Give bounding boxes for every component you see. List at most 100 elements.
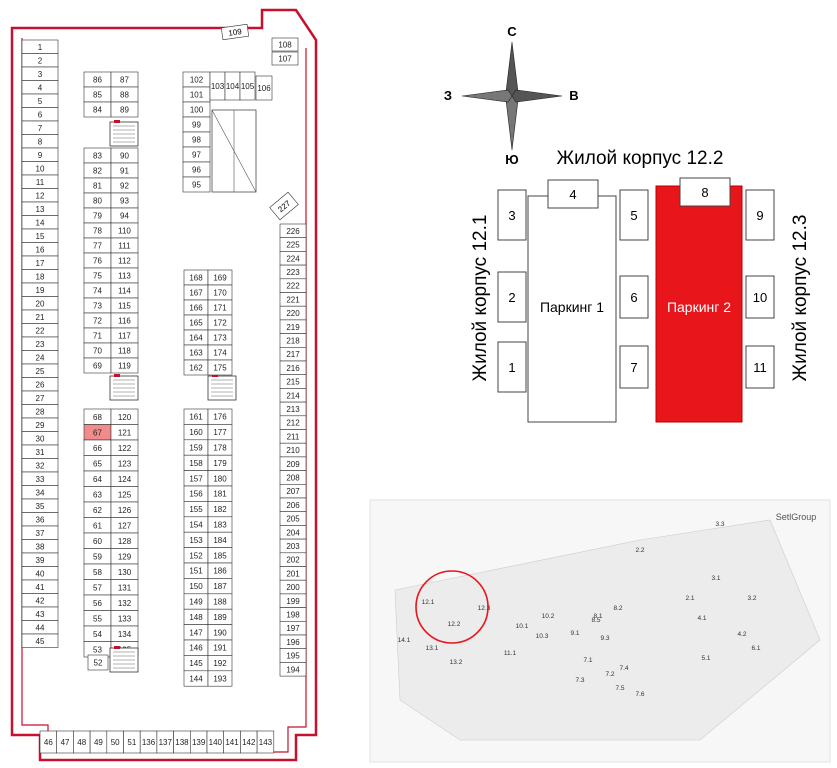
- spot-134[interactable]: 134: [110, 625, 139, 642]
- spot-34[interactable]: 34: [21, 485, 59, 500]
- building-2[interactable]: 2: [497, 271, 527, 323]
- spot-227[interactable]: 227: [269, 191, 299, 221]
- spot-20[interactable]: 20: [21, 296, 59, 311]
- spot-168[interactable]: 168: [183, 269, 209, 286]
- spot-221[interactable]: 221: [279, 292, 307, 307]
- spot-75[interactable]: 75: [83, 267, 112, 284]
- spot-50[interactable]: 50: [106, 730, 124, 754]
- spot-56[interactable]: 56: [83, 594, 112, 611]
- spot-103[interactable]: 103: [209, 71, 226, 101]
- spot-127[interactable]: 127: [110, 517, 139, 534]
- spot-49[interactable]: 49: [89, 730, 108, 754]
- spot-143[interactable]: 143: [256, 730, 275, 754]
- spot-65[interactable]: 65: [83, 455, 112, 472]
- spot-21[interactable]: 21: [21, 309, 59, 324]
- spot-120[interactable]: 120: [110, 408, 139, 425]
- spot-173[interactable]: 173: [207, 329, 233, 346]
- spot-220[interactable]: 220: [279, 305, 307, 321]
- spot-84[interactable]: 84: [83, 101, 112, 118]
- spot-147[interactable]: 147: [183, 624, 209, 641]
- spot-132[interactable]: 132: [110, 594, 139, 611]
- spot-96[interactable]: 96: [182, 161, 211, 178]
- spot-149[interactable]: 149: [183, 593, 209, 610]
- spot-3[interactable]: 3: [21, 66, 59, 81]
- spot-24[interactable]: 24: [21, 350, 59, 365]
- spot-158[interactable]: 158: [183, 454, 209, 471]
- spot-82[interactable]: 82: [83, 162, 112, 179]
- spot-200[interactable]: 200: [279, 579, 307, 595]
- spot-171[interactable]: 171: [207, 299, 233, 316]
- building-4[interactable]: 4: [547, 179, 599, 209]
- spot-68[interactable]: 68: [83, 408, 112, 425]
- spot-128[interactable]: 128: [110, 532, 139, 549]
- spot-140[interactable]: 140: [206, 730, 225, 754]
- spot-46[interactable]: 46: [39, 730, 58, 754]
- spot-12[interactable]: 12: [21, 188, 59, 203]
- spot-198[interactable]: 198: [279, 607, 307, 622]
- spot-216[interactable]: 216: [279, 360, 307, 375]
- spot-43[interactable]: 43: [21, 606, 59, 621]
- spot-30[interactable]: 30: [21, 431, 59, 446]
- spot-102[interactable]: 102: [182, 71, 211, 88]
- spot-210[interactable]: 210: [279, 442, 307, 458]
- spot-152[interactable]: 152: [183, 547, 209, 564]
- spot-201[interactable]: 201: [279, 566, 307, 581]
- spot-130[interactable]: 130: [110, 563, 139, 580]
- spot-37[interactable]: 37: [21, 525, 59, 540]
- spot-91[interactable]: 91: [110, 162, 139, 179]
- spot-199[interactable]: 199: [279, 593, 307, 608]
- spot-117[interactable]: 117: [110, 327, 139, 344]
- spot-27[interactable]: 27: [21, 390, 59, 405]
- spot-33[interactable]: 33: [21, 471, 59, 486]
- spot-207[interactable]: 207: [279, 483, 307, 499]
- spot-192[interactable]: 192: [207, 655, 233, 672]
- spot-115[interactable]: 115: [110, 297, 139, 314]
- spot-188[interactable]: 188: [207, 593, 233, 610]
- spot-118[interactable]: 118: [110, 342, 139, 359]
- spot-136[interactable]: 136: [139, 730, 158, 754]
- spot-165[interactable]: 165: [183, 314, 209, 331]
- spot-131[interactable]: 131: [110, 579, 139, 596]
- spot-213[interactable]: 213: [279, 401, 307, 417]
- spot-186[interactable]: 186: [207, 562, 233, 579]
- spot-180[interactable]: 180: [207, 470, 233, 487]
- spot-183[interactable]: 183: [207, 516, 233, 533]
- spot-78[interactable]: 78: [83, 222, 112, 239]
- spot-89[interactable]: 89: [110, 101, 139, 118]
- spot-71[interactable]: 71: [83, 327, 112, 344]
- spot-11[interactable]: 11: [21, 174, 59, 189]
- spot-74[interactable]: 74: [83, 282, 112, 299]
- building-7[interactable]: 7: [619, 345, 649, 389]
- spot-124[interactable]: 124: [110, 470, 139, 487]
- spot-39[interactable]: 39: [21, 552, 59, 567]
- spot-204[interactable]: 204: [279, 525, 307, 540]
- spot-32[interactable]: 32: [21, 458, 59, 473]
- spot-148[interactable]: 148: [183, 608, 209, 625]
- spot-164[interactable]: 164: [183, 329, 209, 346]
- spot-42[interactable]: 42: [21, 593, 59, 608]
- spot-139[interactable]: 139: [190, 730, 208, 754]
- spot-52[interactable]: 52: [87, 654, 109, 671]
- spot-218[interactable]: 218: [279, 333, 307, 348]
- spot-170[interactable]: 170: [207, 284, 233, 301]
- spot-98[interactable]: 98: [182, 131, 211, 148]
- spot-166[interactable]: 166: [183, 299, 209, 316]
- spot-70[interactable]: 70: [83, 342, 112, 359]
- spot-203[interactable]: 203: [279, 538, 307, 554]
- spot-121[interactable]: 121: [110, 424, 139, 441]
- spot-40[interactable]: 40: [21, 566, 59, 581]
- spot-205[interactable]: 205: [279, 511, 307, 526]
- spot-22[interactable]: 22: [21, 323, 59, 338]
- spot-95[interactable]: 95: [182, 176, 211, 193]
- spot-157[interactable]: 157: [183, 470, 209, 487]
- spot-16[interactable]: 16: [21, 242, 59, 257]
- spot-179[interactable]: 179: [207, 454, 233, 471]
- spot-137[interactable]: 137: [156, 730, 174, 754]
- spot-194[interactable]: 194: [279, 662, 307, 677]
- spot-161[interactable]: 161: [183, 408, 209, 425]
- spot-215[interactable]: 215: [279, 374, 307, 389]
- spot-225[interactable]: 225: [279, 237, 307, 252]
- spot-57[interactable]: 57: [83, 579, 112, 596]
- spot-156[interactable]: 156: [183, 485, 209, 502]
- spot-1[interactable]: 1: [21, 39, 59, 54]
